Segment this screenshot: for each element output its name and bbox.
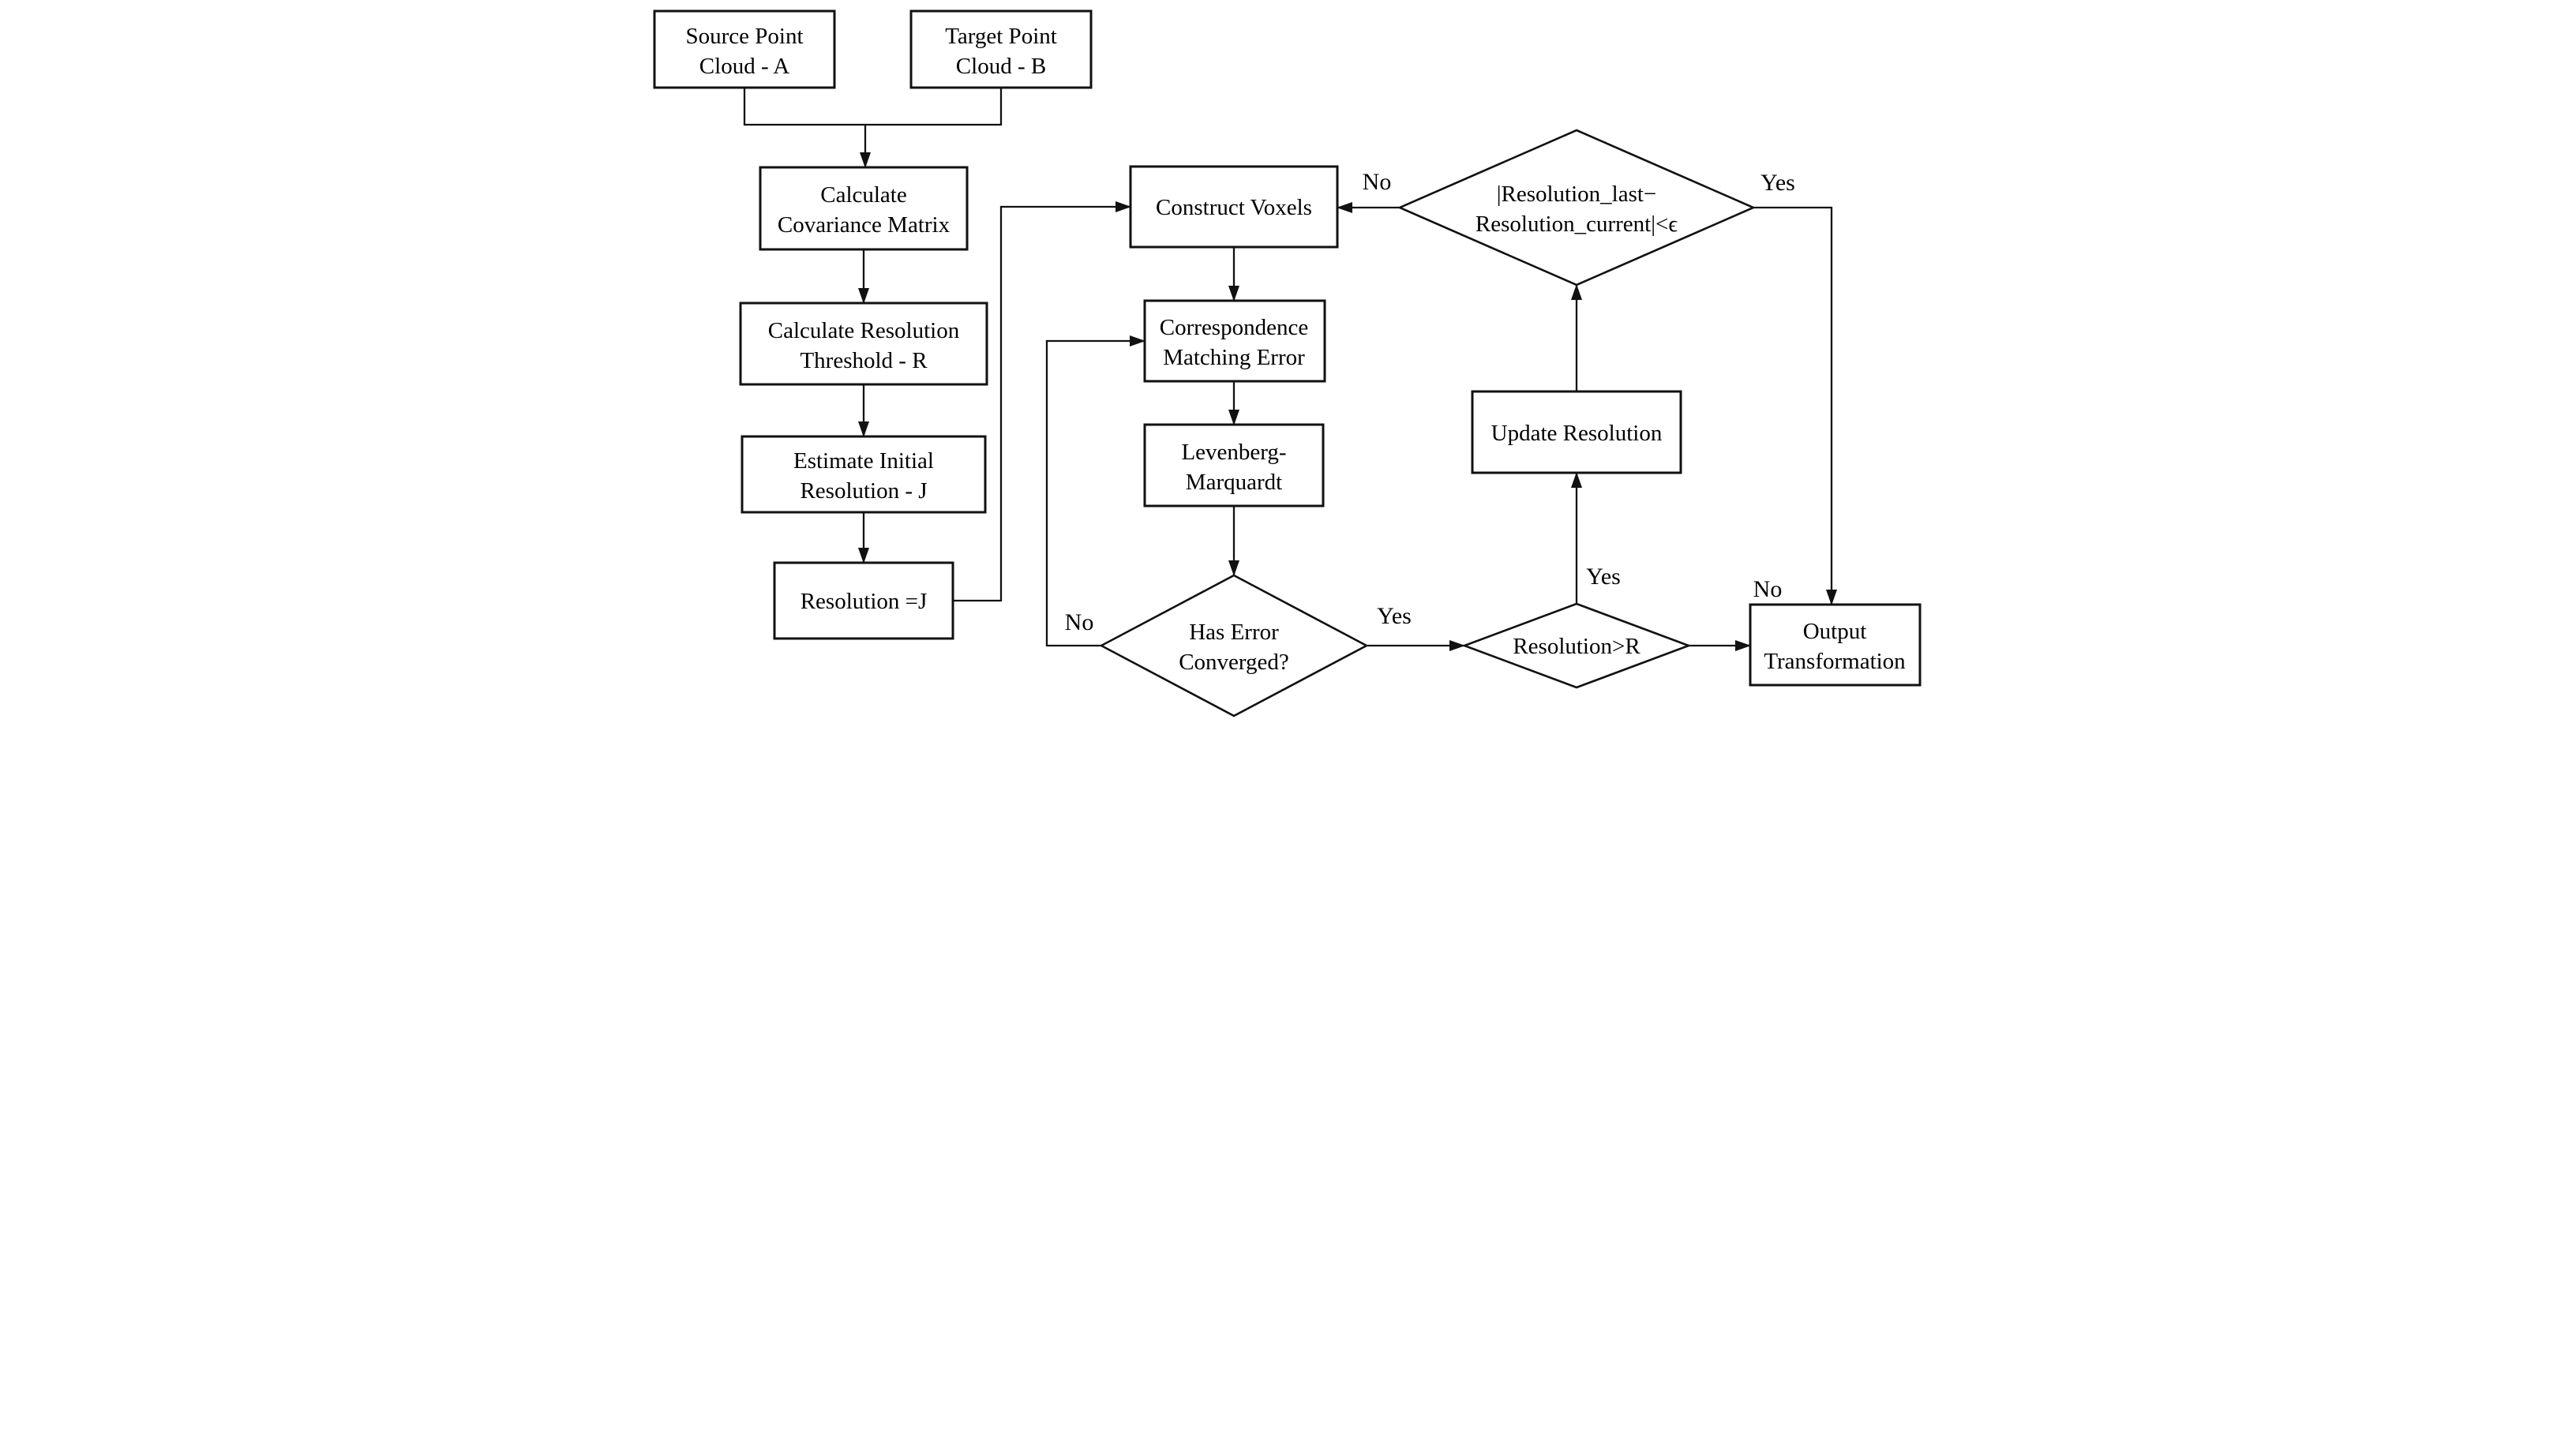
estimate-initial-resolution-label-line1: Estimate Initial: [793, 448, 934, 474]
label-epsilon-no: No: [1362, 169, 1391, 195]
calculate-covariance-matrix-label-line2: Covariance Matrix: [777, 212, 950, 238]
construct-voxels-label: Construct Voxels: [1156, 195, 1312, 220]
calculate-resolution-threshold-label-line1: Calculate Resolution: [767, 318, 959, 343]
levenberg-marquardt-label-line2: Marquardt: [1185, 470, 1281, 495]
correspondence-matching-error-box: [1143, 299, 1325, 383]
epsilon-convergence-decision-diamond: [1397, 129, 1756, 287]
calculate-covariance-matrix-box: [759, 166, 968, 251]
label-haserror-yes: Yes: [1377, 603, 1412, 629]
has-error-converged-label-line1: Has Error: [1189, 620, 1279, 645]
estimate-initial-resolution-box: [741, 435, 986, 514]
epsilon-convergence-decision-label-line2: Resolution_current|<ϵ: [1475, 212, 1677, 237]
calculate-resolution-threshold-box: [739, 302, 988, 386]
target-point-cloud-b-label-line1: Target Point: [945, 24, 1057, 49]
node-resolution-greater-than-r-decision: Resolution>R: [1460, 602, 1692, 689]
calculate-covariance-matrix-label-line1: Calculate: [820, 182, 907, 208]
label-resolution-no: No: [1753, 576, 1782, 602]
label-epsilon-yes: Yes: [1760, 170, 1795, 196]
node-calculate-resolution-threshold: Calculate Resolution Threshold - R: [739, 302, 988, 386]
node-estimate-initial-resolution: Estimate Initial Resolution - J: [741, 435, 986, 514]
has-error-converged-decision-diamond: [1098, 574, 1369, 717]
output-transformation-label-line1: Output: [1802, 619, 1866, 644]
resolution-greater-than-r-diamond: [1460, 602, 1692, 689]
node-epsilon-convergence-decision: |Resolution_last− Resolution_current|<ϵ: [1397, 129, 1756, 287]
source-point-cloud-a-label-line2: Cloud - A: [699, 54, 789, 79]
label-resolution-yes: Yes: [1586, 564, 1621, 590]
source-point-cloud-a-label-line1: Source Point: [685, 24, 803, 49]
correspondence-matching-error-label-line1: Correspondence: [1159, 315, 1307, 340]
node-output-transformation: Output Transformation: [1749, 603, 1921, 687]
levenberg-marquardt-label-line1: Levenberg-: [1181, 440, 1286, 465]
node-has-error-converged-decision: Has Error Converged?: [1098, 574, 1369, 717]
update-resolution-label: Update Resolution: [1490, 421, 1662, 446]
calculate-resolution-threshold-label-line2: Threshold - R: [800, 348, 928, 373]
node-update-resolution: Update Resolution: [1471, 390, 1682, 474]
edge-epsilon-yes-to-output: [1753, 206, 1837, 605]
edge-source-target-merge: [743, 88, 1002, 126]
flowchart-svg: No Yes No Yes Yes No Source Point Cloud …: [653, 9, 1921, 717]
target-point-cloud-b-label-line2: Cloud - B: [955, 54, 1045, 79]
node-levenberg-marquardt: Levenberg- Marquardt: [1143, 423, 1324, 508]
output-transformation-label-line2: Transformation: [1764, 649, 1906, 674]
correspondence-matching-error-label-line2: Matching Error: [1163, 345, 1305, 370]
update-resolution-box: [1471, 390, 1682, 474]
node-calculate-covariance-matrix: Calculate Covariance Matrix: [759, 166, 968, 251]
node-correspondence-matching-error: Correspondence Matching Error: [1143, 299, 1325, 383]
source-point-cloud-a-box: [653, 9, 835, 89]
construct-voxels-box: [1129, 165, 1338, 249]
label-haserror-no: No: [1064, 609, 1093, 635]
node-construct-voxels: Construct Voxels: [1129, 165, 1338, 249]
edge-resolutionj-to-construct: [952, 201, 1131, 602]
estimate-initial-resolution-label-line2: Resolution - J: [800, 478, 927, 504]
output-transformation-box: [1749, 603, 1921, 687]
node-resolution-equals-j: Resolution =J: [773, 561, 954, 640]
has-error-converged-label-line2: Converged?: [1179, 650, 1289, 675]
epsilon-convergence-decision-label-line1: |Resolution_last−: [1496, 182, 1656, 207]
edge-haserror-no-loop: [1045, 335, 1146, 647]
node-source-point-cloud-a: Source Point Cloud - A: [653, 9, 835, 89]
levenberg-marquardt-box: [1143, 423, 1324, 508]
resolution-equals-j-box: [773, 561, 954, 640]
resolution-equals-j-label: Resolution =J: [800, 589, 927, 614]
node-target-point-cloud-b: Target Point Cloud - B: [909, 9, 1092, 89]
target-point-cloud-b-box: [909, 9, 1092, 89]
flowchart-canvas: No Yes No Yes Yes No Source Point Cloud …: [643, 0, 1933, 721]
resolution-greater-than-r-label: Resolution>R: [1513, 634, 1640, 659]
